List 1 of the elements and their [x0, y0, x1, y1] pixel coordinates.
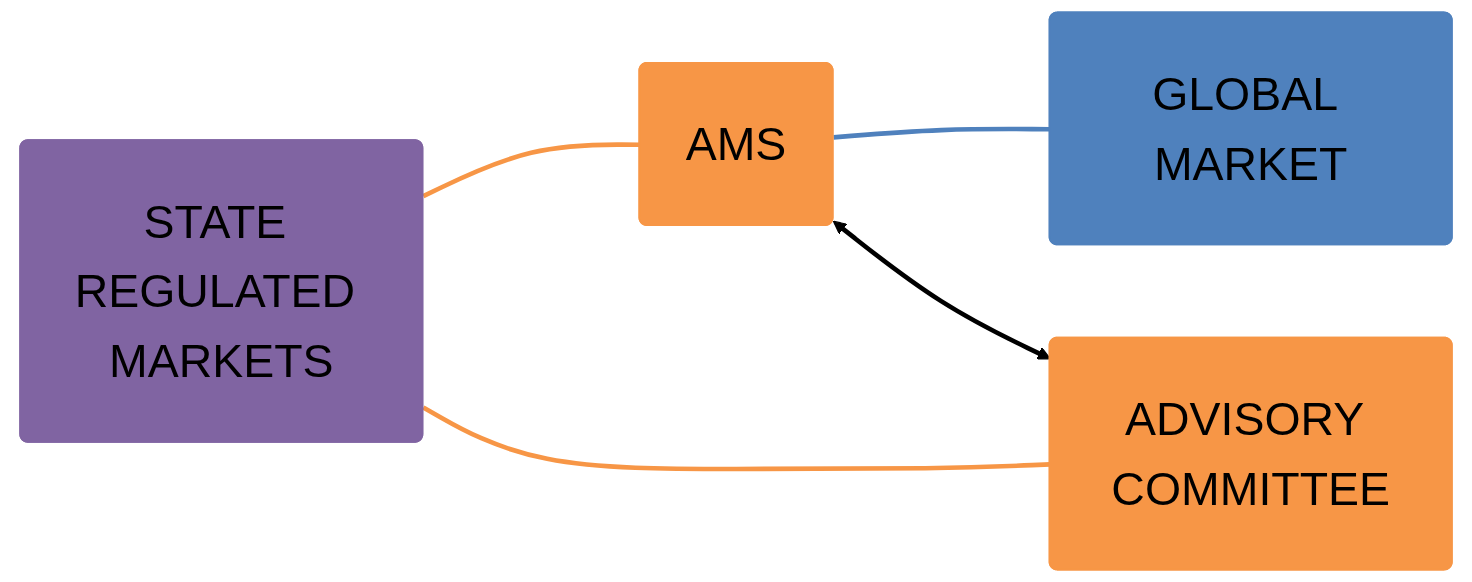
flowchart: STATE REGULATED MARKETS AMS GLOBAL MARKET ADVISORY COMMITTEE: [0, 0, 1472, 582]
